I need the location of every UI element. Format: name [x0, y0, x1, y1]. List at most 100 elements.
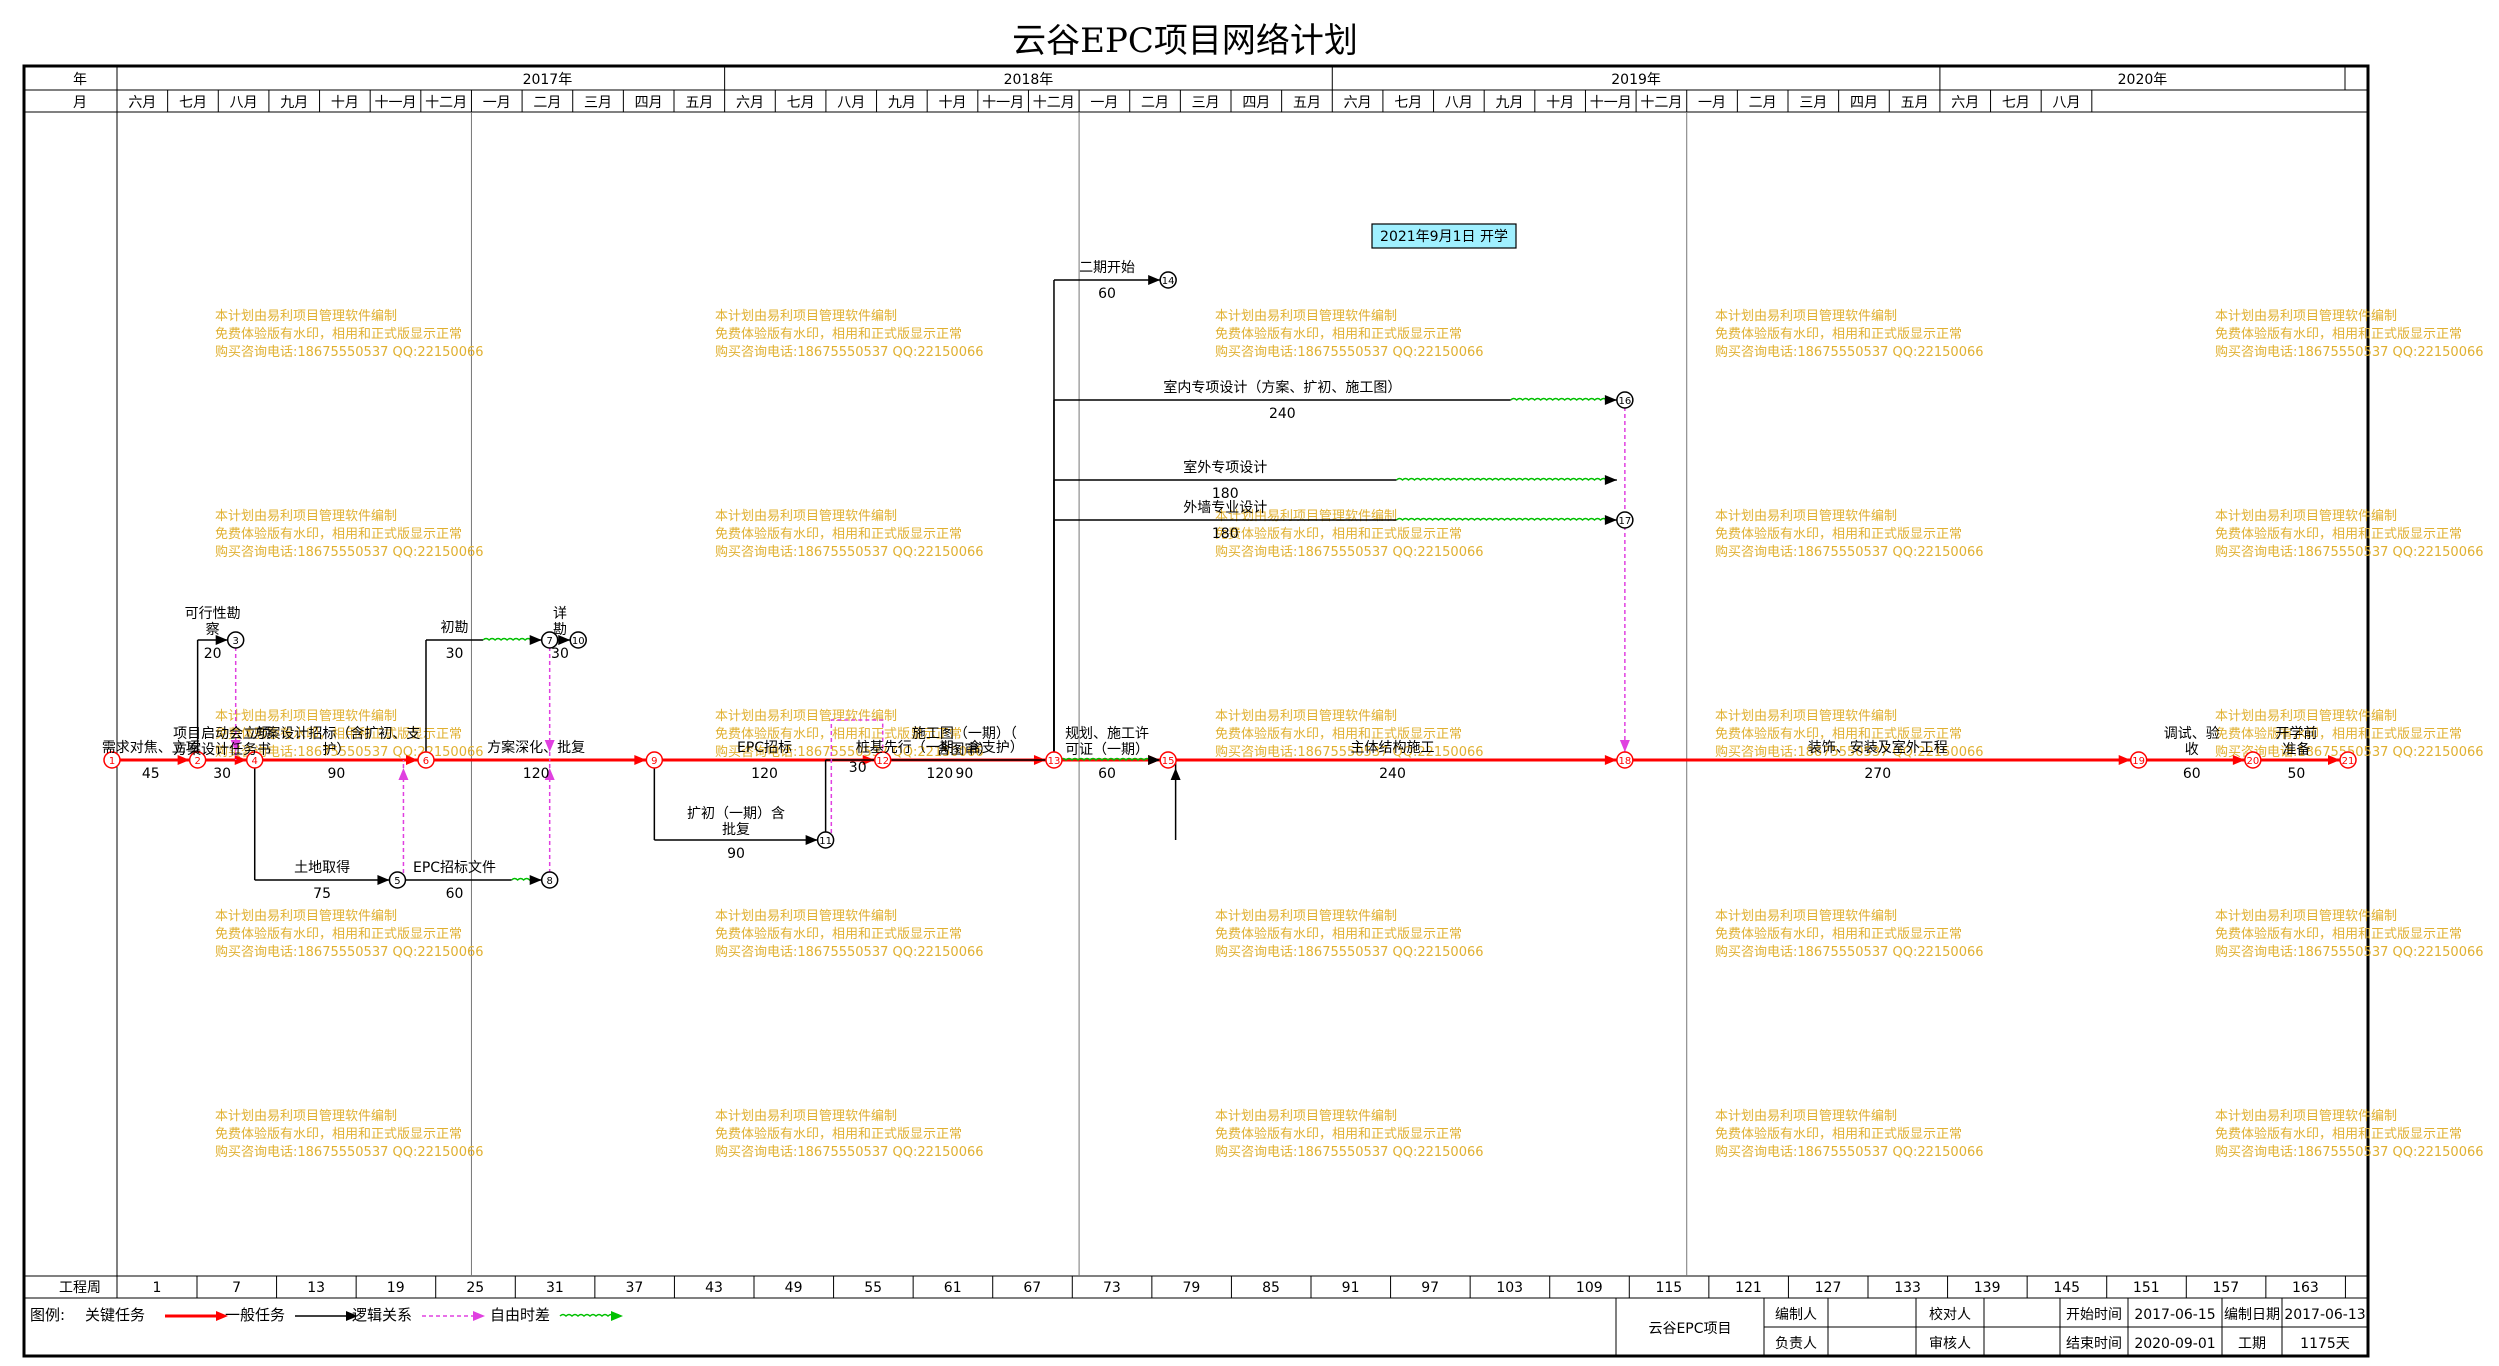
activity-duration: 90: [727, 846, 745, 862]
event-node-number: 9: [651, 756, 657, 767]
event-node: [2339, 751, 2357, 769]
month-label: 六月: [1951, 95, 1979, 111]
activity-name: 规划、施工许: [1065, 726, 1149, 742]
watermark-line: 购买咨询电话:18675550537 QQ:22150066: [1715, 544, 1984, 560]
watermark-line: 购买咨询电话:18675550537 QQ:22150066: [715, 944, 984, 960]
footer-reviewer-label: 审核人: [1929, 1336, 1971, 1352]
free-float-wave: [1510, 397, 1608, 401]
event-node-number: 21: [2342, 756, 2355, 767]
footer-editor-label: 编制人: [1775, 1307, 1817, 1323]
month-label: 三月: [1192, 95, 1220, 111]
arrow-head: [405, 755, 418, 765]
activity-name: 含图审）: [936, 742, 992, 758]
free-float-wave: [1396, 517, 1608, 521]
event-node-number: 11: [819, 836, 832, 847]
arrow-head: [215, 635, 228, 645]
arrow-head: [1170, 768, 1181, 780]
event-node: [417, 751, 435, 769]
month-label: 九月: [888, 95, 916, 111]
event-node-number: 19: [2132, 756, 2145, 767]
arrow-head: [2232, 755, 2245, 765]
watermark-line: 免费体验版有水印，相用和正式版显示正常: [2215, 326, 2462, 342]
legend-label: 一般任务: [225, 1306, 285, 1324]
event-node: [1045, 751, 1063, 769]
arrow-head: [1148, 275, 1161, 285]
week-number: 79: [1183, 1280, 1201, 1296]
week-number: 121: [1735, 1280, 1762, 1296]
month-label: 二月: [1141, 95, 1169, 111]
week-number: 1: [153, 1280, 162, 1296]
activity-duration: 60: [2183, 766, 2201, 782]
month-label: 二月: [1749, 95, 1777, 111]
activity-name: 批复: [722, 821, 750, 838]
week-row-label: 工程周: [59, 1280, 101, 1296]
watermark-line: 免费体验版有水印，相用和正式版显示正常: [215, 326, 462, 342]
watermark-line: 免费体验版有水印，相用和正式版显示正常: [215, 1126, 462, 1142]
event-node-number: 7: [546, 636, 552, 647]
arrow-head: [1604, 755, 1617, 765]
week-number: 109: [1576, 1280, 1603, 1296]
activity-name: 收: [2185, 742, 2199, 758]
month-label: 六月: [128, 95, 156, 111]
arrow-head: [544, 740, 555, 752]
year-row-label: 年: [73, 72, 87, 88]
activity-duration: 60: [1098, 286, 1116, 302]
year-label: 2020年: [2118, 72, 2168, 88]
week-number: 133: [1894, 1280, 1921, 1296]
month-label: 十一月: [982, 95, 1024, 111]
footer-duration-value: 1175天: [2300, 1336, 2350, 1352]
legend-label: 关键任务: [85, 1306, 145, 1324]
event-node-number: 1: [109, 756, 115, 767]
footer-start-value: 2017-06-15: [2134, 1307, 2215, 1323]
event-node: [2129, 751, 2148, 769]
activity-name: 室外专项设计: [1183, 459, 1267, 476]
event-node-number: 12: [876, 756, 889, 767]
week-number: 49: [785, 1280, 803, 1296]
month-row-label: 月: [73, 95, 87, 111]
activity-duration: 30: [213, 766, 231, 782]
arrow-head: [634, 755, 647, 765]
week-number: 19: [387, 1280, 405, 1296]
watermark-line: 免费体验版有水印，相用和正式版显示正常: [715, 1126, 962, 1142]
watermark-line: 免费体验版有水印，相用和正式版显示正常: [2215, 726, 2462, 742]
watermark-line: 本计划由易利项目管理软件编制: [215, 1109, 397, 1124]
free-float-wave: [482, 637, 532, 641]
month-label: 八月: [2053, 95, 2081, 111]
legend-label: 逻辑关系: [352, 1306, 412, 1324]
month-label: 九月: [1496, 95, 1524, 111]
month-label: 八月: [837, 95, 865, 111]
legend-swatch-float: [559, 1313, 621, 1318]
month-label: 八月: [1445, 95, 1473, 111]
week-number: 43: [705, 1280, 723, 1296]
month-label: 五月: [1293, 95, 1321, 111]
watermark-line: 免费体验版有水印，相用和正式版显示正常: [1215, 726, 1462, 742]
legend-arrow-head: [346, 1311, 358, 1321]
activity-name: 准备: [2282, 741, 2310, 758]
activity-name: 扩初（一期）含: [687, 805, 785, 822]
month-label: 十二月: [1640, 95, 1682, 111]
activity-name: EPC招标文件: [413, 860, 496, 876]
watermark-line: 购买咨询电话:18675550537 QQ:22150066: [215, 944, 484, 960]
activity-name: 主体结构施工: [1351, 740, 1435, 756]
activity-name: EPC招标: [737, 740, 792, 756]
event-node-number: 17: [1619, 516, 1632, 527]
watermark-line: 本计划由易利项目管理软件编制: [215, 909, 397, 924]
activity-name: 可行性勘: [185, 606, 241, 622]
chart-frame: [22, 64, 2370, 1358]
month-label: 七月: [2002, 95, 2030, 111]
month-label: 十二月: [1033, 95, 1075, 111]
watermark-line: 免费体验版有水印，相用和正式版显示正常: [2215, 926, 2462, 942]
week-number: 85: [1262, 1280, 1280, 1296]
legend-arrow-head: [216, 1311, 228, 1321]
watermark-line: 免费体验版有水印，相用和正式版显示正常: [1715, 726, 1962, 742]
week-number: 97: [1421, 1280, 1439, 1296]
event-node: [1159, 751, 1177, 769]
arrow-head: [529, 635, 542, 645]
arrow-head: [177, 755, 190, 765]
watermark-line: 购买咨询电话:18675550537 QQ:22150066: [2215, 344, 2484, 360]
week-number: 127: [1815, 1280, 1842, 1296]
